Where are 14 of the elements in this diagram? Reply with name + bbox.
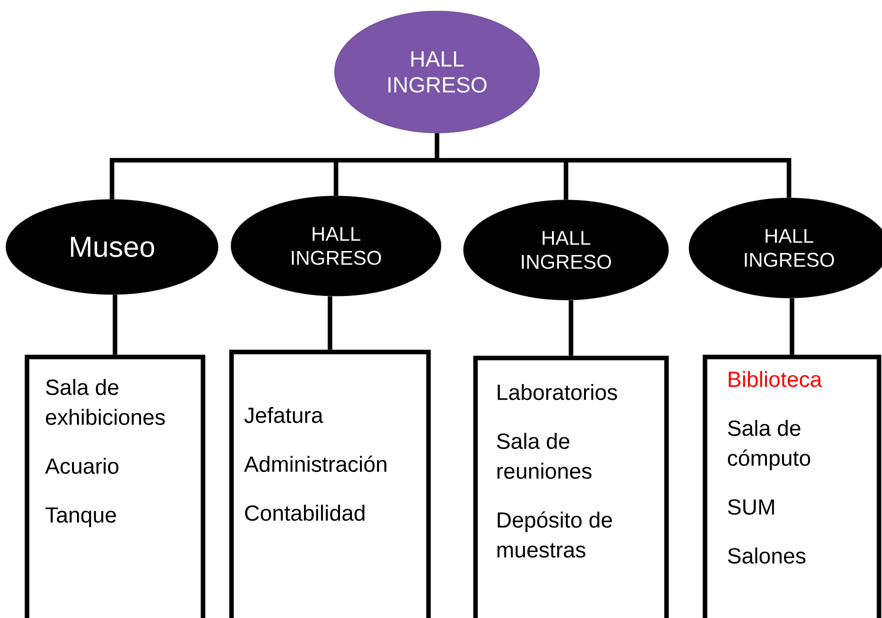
list-box: Biblioteca Sala de cómputo SUM Salones bbox=[702, 354, 882, 618]
ellipse-node: HALL INGRESO bbox=[463, 200, 669, 300]
ellipse-node: Museo bbox=[6, 199, 218, 295]
ellipse-node: HALL INGRESO bbox=[230, 196, 442, 296]
list-box: Jefatura Administración Contabilidad bbox=[229, 350, 431, 618]
ellipse-node: HALL INGRESO bbox=[688, 198, 882, 298]
connector bbox=[568, 300, 574, 356]
connector bbox=[112, 294, 118, 355]
ellipse-node: HALL INGRESO bbox=[334, 10, 540, 134]
connector bbox=[790, 298, 794, 355]
connector bbox=[328, 296, 332, 350]
connector bbox=[110, 133, 792, 200]
list-box: Laboratorios Sala de reuniones Depósito de muestras bbox=[473, 356, 669, 618]
list-box: Sala de exhibiciones Acuario Tanque bbox=[24, 354, 206, 618]
